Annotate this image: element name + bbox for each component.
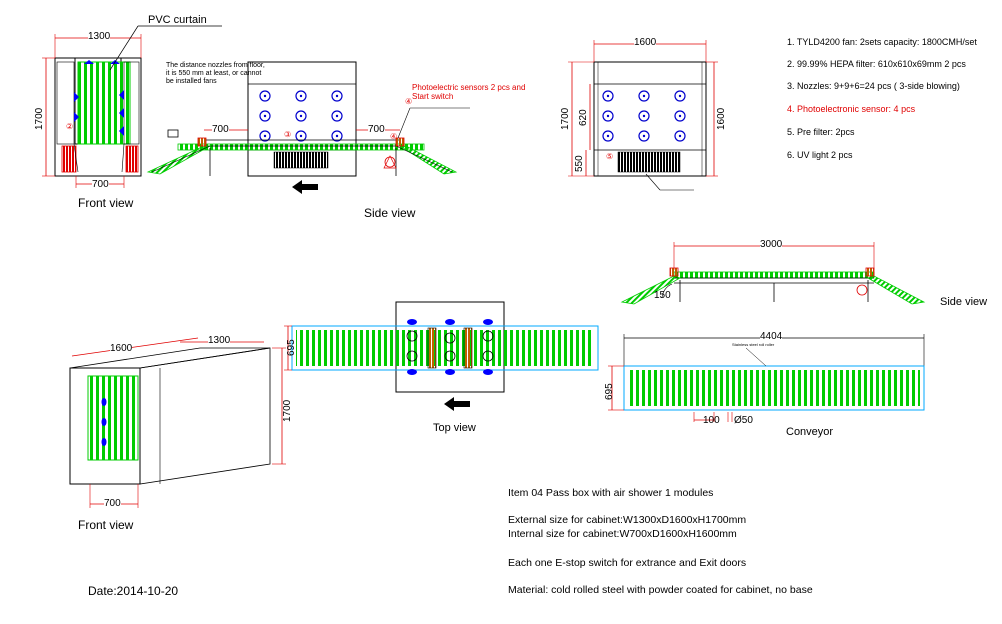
spec-item-3: 3. Nozzles: 9+9+6=24 pcs ( 3-side blowin… [787,81,960,91]
spec-item-1: 1. TYLD4200 fan: 2sets capacity: 1800CMH… [787,37,977,47]
nozzle-center [299,134,303,138]
dim-100: 100 [703,415,720,426]
nozzle [259,130,271,142]
dim-1700-c: 1700 [282,399,293,422]
dim-1600-c: 1600 [110,343,133,354]
photoelectric-sensor-note: Photoelectric sensors 2 pcs and Start sw… [412,83,526,101]
dim-1600-b: 1600 [716,107,727,130]
spec-item-6: 6. UV light 2 pcs [787,150,853,160]
nozzle [602,130,614,142]
dim-1300-b: 1300 [208,335,231,346]
nozzle [295,130,307,142]
dim-150: 150 [654,290,671,301]
nozzle-center [642,134,646,138]
side-view-2-label: Side view [940,296,988,308]
dim-1600-a: 1600 [634,37,657,48]
top-view-label: Top view [433,422,476,434]
dim-1300-a: 1300 [88,31,111,42]
front-view-2 [69,337,286,508]
material-note: Material: cold rolled steel with powder … [508,584,813,596]
conveyor-label: Conveyor [786,426,834,438]
nozzle [602,90,614,102]
nozzle-center [642,114,646,118]
spec-item-2: 2. 99.99% HEPA filter: 610x610x69mm 2 pc… [787,59,966,69]
dim-700-d: 700 [104,498,121,509]
marker-5: ⑤ [606,152,614,161]
nozzle-center [335,94,339,98]
side-view-1 [146,61,470,194]
dim-4404: 4404 [760,331,783,342]
nozzle [331,110,343,122]
dim-700-a: 700 [92,179,109,190]
nozzle [602,110,614,122]
nozzle [331,130,343,142]
nozzle-center [642,94,646,98]
spec-item-4: 4. Photoelectronic sensor: 4 pcs [787,104,916,114]
nozzle [674,110,686,122]
dim-700-c: 700 [368,124,385,135]
top-view [284,301,599,411]
nozzle-center [263,134,267,138]
nozzle-center [606,134,610,138]
dim-620: 620 [578,109,589,126]
front-view-2-label: Front view [78,518,134,532]
dim-1700-a: 1700 [34,107,45,130]
dim-3000: 3000 [760,239,783,250]
marker-3: ③ [284,130,292,139]
end-view [568,40,718,191]
nozzle [638,90,650,102]
item-title: Item 04 Pass box with air shower 1 modul… [508,487,714,499]
nozzle [638,110,650,122]
nozzle [259,110,271,122]
estop-note: Each one E-stop switch for extrance and … [508,557,747,569]
external-size: External size for cabinet:W1300xD1600xH1… [508,514,747,526]
nozzle-center [678,94,682,98]
nozzle [674,90,686,102]
dim-1700-b: 1700 [560,107,571,130]
spec-item-5: 5. Pre filter: 2pcs [787,127,855,137]
pvc-curtain-label: PVC curtain [148,14,207,26]
nozzle-distance-note: The distance nozzles from floor, it is 5… [166,62,265,85]
nozzle-center [335,134,339,138]
dim-550: 550 [574,155,585,172]
nozzle-center [263,114,267,118]
nozzle-center [299,94,303,98]
nozzle-grid-end [602,90,686,142]
front-view-1 [42,25,222,188]
nozzle [295,90,307,102]
nozzle-center [678,114,682,118]
nozzle-center [606,94,610,98]
nozzle [638,130,650,142]
nozzle-center [606,114,610,118]
nozzle-center [678,134,682,138]
stainless-roller-note: Stainless steel roll roller [732,342,775,347]
side-view-1-label: Side view [364,206,416,220]
nozzle [259,90,271,102]
front-view-1-label: Front view [78,196,134,210]
dim-695-a: 695 [286,339,297,356]
conveyor-top-view [608,334,925,422]
dim-700-b: 700 [212,124,229,135]
dim-695-b: 695 [604,383,615,400]
date-label: Date:2014-10-20 [88,584,179,598]
nozzle-center [335,114,339,118]
internal-size: Internal size for cabinet:W700xD1600xH16… [508,528,737,540]
nozzle [295,110,307,122]
marker-4b: ④ [405,97,413,106]
marker-4a: ④ [390,132,398,141]
nozzle-center [263,94,267,98]
marker-2: ② [66,122,74,131]
dim-50: Ø50 [734,415,753,426]
nozzle [674,130,686,142]
nozzle-grid-side [259,90,343,142]
nozzle [331,90,343,102]
nozzle-center [299,114,303,118]
conveyor-side-view [620,242,926,305]
